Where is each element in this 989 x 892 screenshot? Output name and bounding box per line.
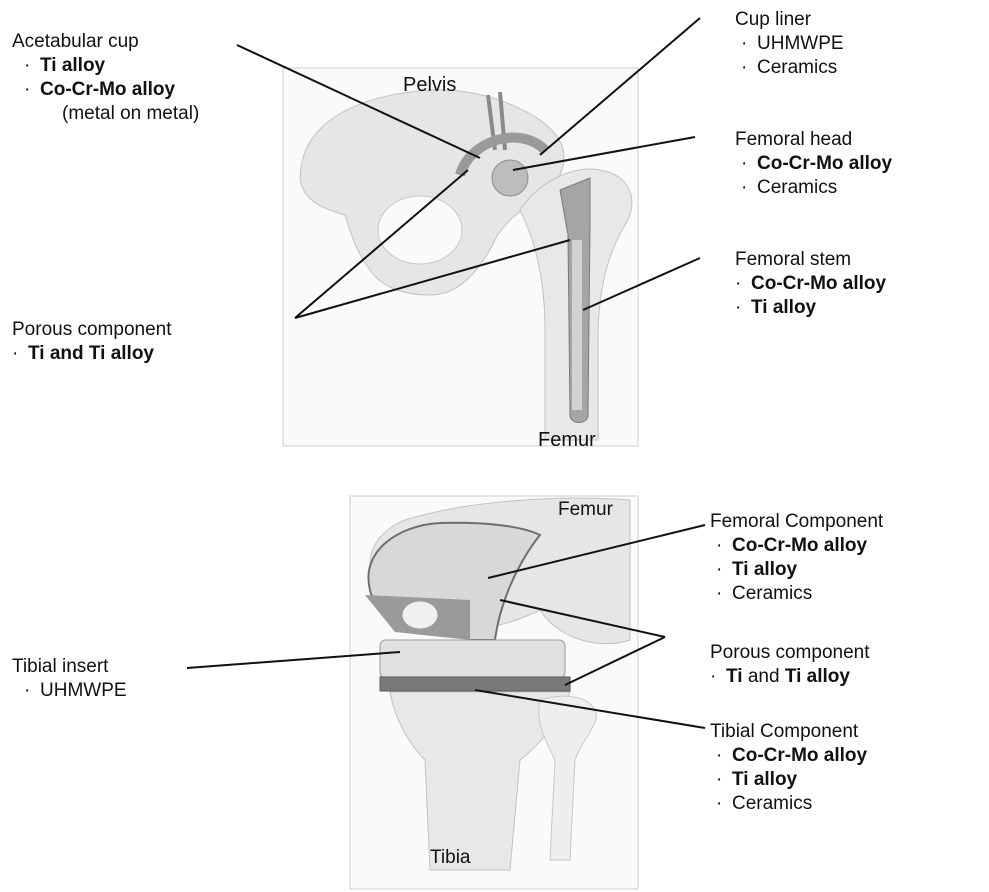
tibial-component-item: ·Co-Cr-Mo alloy [710, 744, 867, 768]
femoral-head-item: ·Co-Cr-Mo alloy [735, 152, 892, 176]
femoral-component-item: ·Ti alloy [710, 558, 883, 582]
tibial-component-callout: Tibial Component ·Co-Cr-Mo alloy ·Ti all… [710, 720, 867, 816]
pelvis-label: Pelvis [403, 73, 456, 97]
cup-liner-item: ·UHMWPE [735, 32, 844, 56]
femoral-head-item: ·Ceramics [735, 176, 892, 200]
stem-highlight [572, 240, 582, 410]
hip-porous-callout: Porous component ·Ti and Ti alloy [12, 318, 172, 366]
femoral-head-shape [492, 160, 528, 196]
acetabular-cup-heading: Acetabular cup [12, 30, 199, 54]
tibial-insert-item: ·UHMWPE [12, 679, 127, 703]
knee-porous-item: ·Ti and Ti alloy [710, 665, 870, 689]
cup-liner-item: ·Ceramics [735, 56, 844, 80]
femoral-component-heading: Femoral Component [710, 510, 883, 534]
femoral-stem-heading: Femoral stem [735, 248, 886, 272]
acetabular-cup-item: ·Ti alloy [12, 54, 199, 78]
femoral-component-item: ·Ceramics [710, 582, 883, 606]
tibial-tray-shape [380, 677, 570, 691]
femoral-head-callout: Femoral head ·Co-Cr-Mo alloy ·Ceramics [735, 128, 892, 200]
condyle-notch [402, 601, 438, 629]
hip-femur-label: Femur [538, 428, 596, 452]
acetabular-cup-item: ·Co-Cr-Mo alloy [12, 78, 199, 102]
tibial-insert-heading: Tibial insert [12, 655, 127, 679]
femoral-component-callout: Femoral Component ·Co-Cr-Mo alloy ·Ti al… [710, 510, 883, 606]
femoral-component-item: ·Co-Cr-Mo alloy [710, 534, 883, 558]
cup-liner-callout: Cup liner ·UHMWPE ·Ceramics [735, 8, 844, 80]
hip-porous-heading: Porous component [12, 318, 172, 342]
obturator-foramen [378, 196, 462, 264]
knee-porous-heading: Porous component [710, 641, 870, 665]
knee-femur-label: Femur [558, 498, 613, 522]
tibia-label: Tibia [430, 846, 470, 870]
acetabular-cup-callout: Acetabular cup ·Ti alloy ·Co-Cr-Mo alloy… [12, 30, 199, 126]
tibial-component-heading: Tibial Component [710, 720, 867, 744]
femoral-stem-item: ·Ti alloy [735, 296, 886, 320]
femoral-head-heading: Femoral head [735, 128, 892, 152]
hip-porous-item: ·Ti and Ti alloy [12, 342, 172, 366]
femoral-stem-item: ·Co-Cr-Mo alloy [735, 272, 886, 296]
cup-liner-heading: Cup liner [735, 8, 844, 32]
tibial-component-item: ·Ceramics [710, 792, 867, 816]
femoral-stem-callout: Femoral stem ·Co-Cr-Mo alloy ·Ti alloy [735, 248, 886, 320]
acetabular-cup-note: (metal on metal) [12, 102, 199, 126]
tibial-component-item: ·Ti alloy [710, 768, 867, 792]
knee-porous-callout: Porous component ·Ti and Ti alloy [710, 641, 870, 689]
tibial-insert-shape [380, 640, 565, 678]
tibial-insert-callout: Tibial insert ·UHMWPE [12, 655, 127, 703]
